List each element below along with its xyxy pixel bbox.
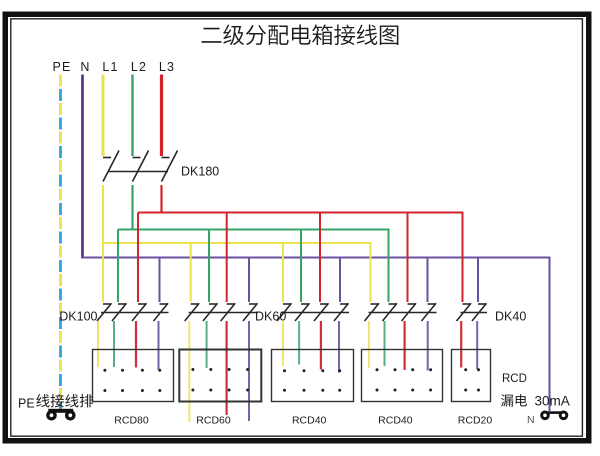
- svg-text:PE: PE: [52, 60, 71, 74]
- svg-text:L3: L3: [159, 60, 175, 74]
- svg-text:RCD40: RCD40: [292, 415, 327, 427]
- svg-text:N: N: [80, 60, 90, 74]
- svg-text:30mA: 30mA: [535, 394, 570, 409]
- svg-text:RCD80: RCD80: [114, 415, 149, 427]
- svg-text:DK60: DK60: [255, 310, 286, 324]
- svg-text:RCD20: RCD20: [458, 415, 493, 427]
- svg-text:N: N: [527, 414, 535, 426]
- svg-text:RCD60: RCD60: [196, 415, 231, 427]
- svg-text:DK40: DK40: [495, 310, 526, 324]
- svg-text:DK100: DK100: [59, 310, 97, 324]
- svg-text:PE: PE: [18, 397, 35, 411]
- svg-text:L1: L1: [102, 60, 118, 74]
- svg-text:RCD: RCD: [502, 373, 527, 385]
- svg-text:DK180: DK180: [181, 165, 219, 179]
- svg-text:L2: L2: [131, 60, 147, 74]
- svg-text:RCD40: RCD40: [378, 415, 413, 427]
